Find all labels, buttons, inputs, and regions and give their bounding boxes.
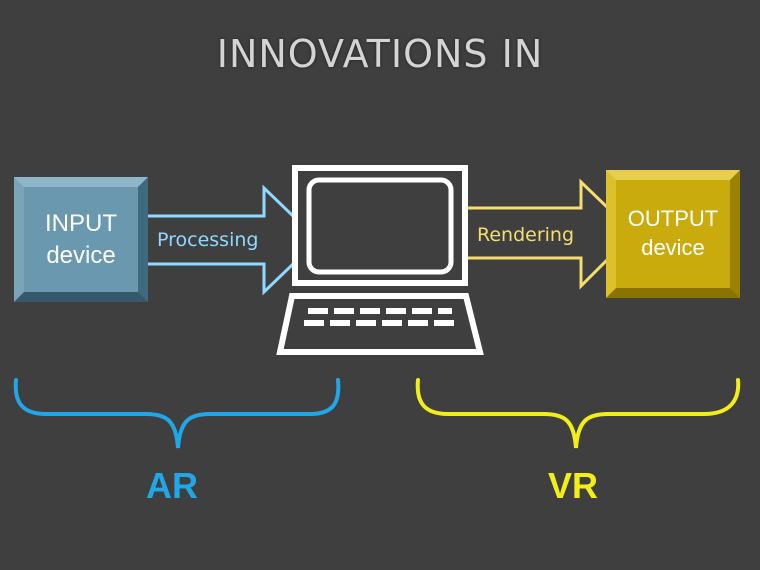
ar-label: AR — [146, 465, 198, 506]
ar-brace — [13, 378, 341, 449]
vr-label: VR — [548, 465, 599, 506]
input-box-line1: INPUT — [45, 210, 117, 238]
input-box-line2: device — [46, 241, 116, 269]
processing-label: Processing — [157, 229, 259, 251]
output-box-line2: device — [641, 235, 705, 260]
input-device-box: INPUT device — [14, 177, 148, 302]
output-box-line1: OUTPUT — [627, 206, 719, 232]
computer-icon — [276, 165, 484, 355]
page-title: INNOVATIONS IN — [216, 32, 544, 76]
processing-arrow — [132, 184, 321, 296]
rendering-label: Rendering — [477, 224, 575, 246]
vr-brace — [415, 378, 741, 449]
output-device-box: OUTPUT device — [606, 170, 740, 298]
